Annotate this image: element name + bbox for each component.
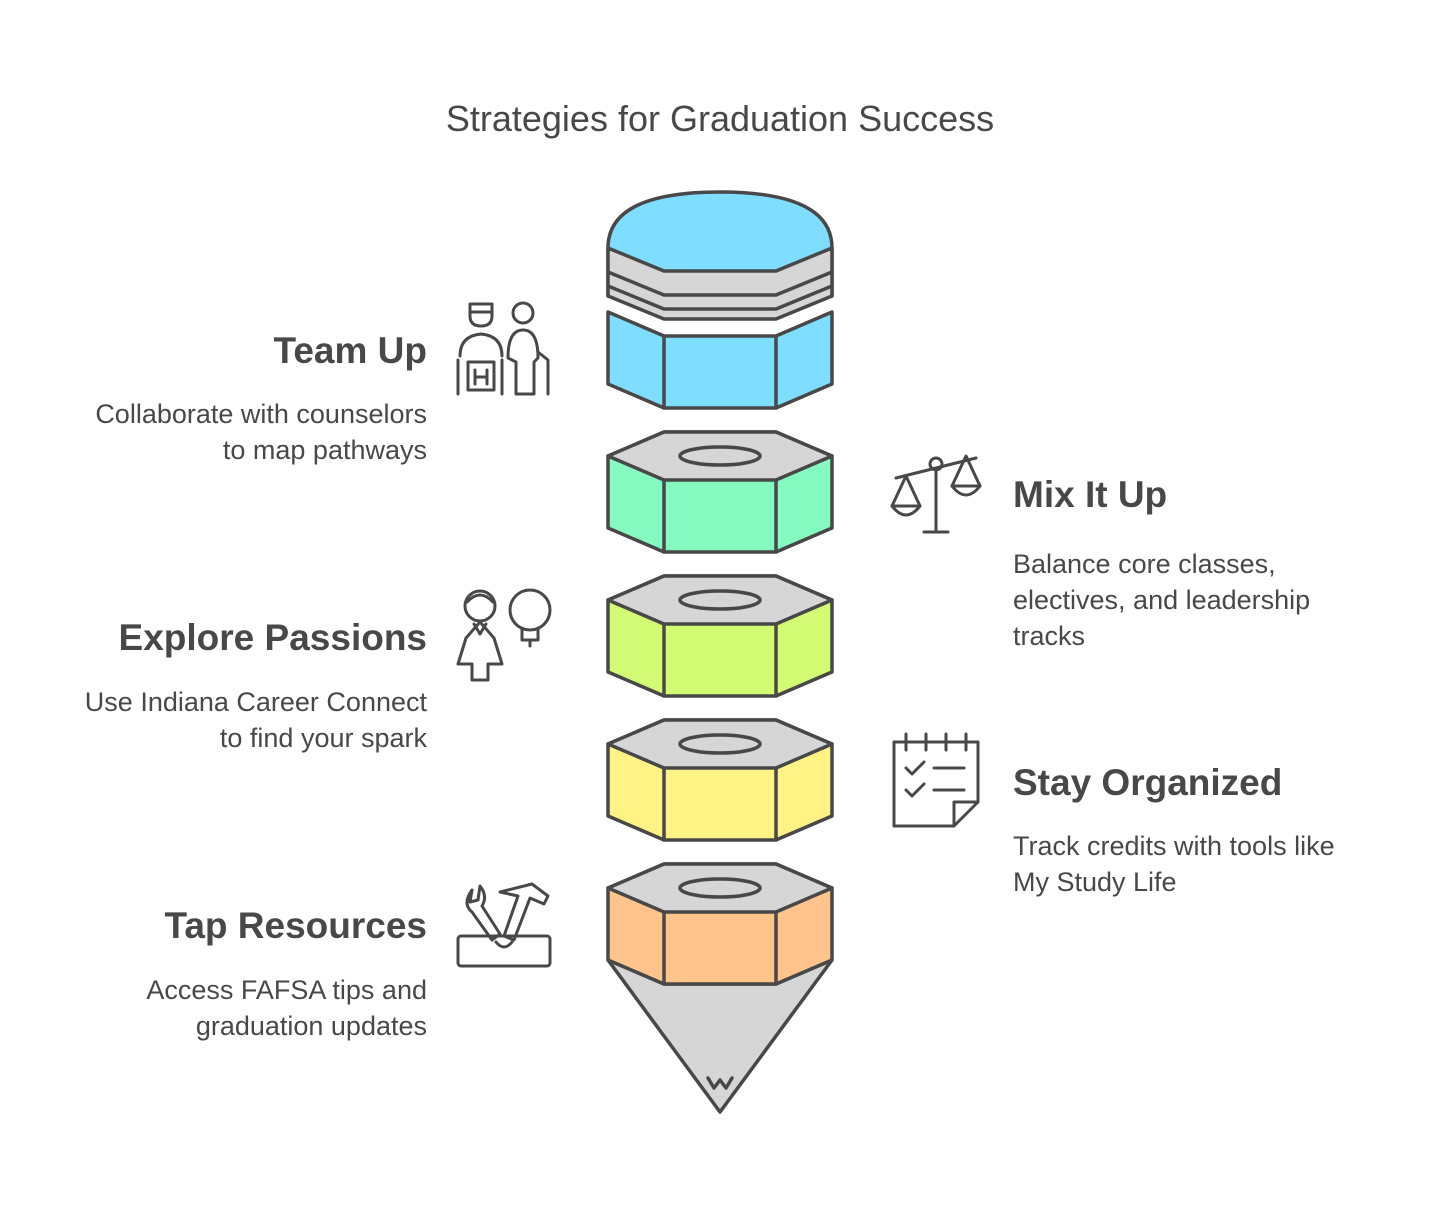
label-explore-passions: Explore Passions xyxy=(118,617,427,658)
checklist-calendar-icon xyxy=(892,732,980,828)
desc-line: Use Indiana Career Connect xyxy=(84,687,427,717)
pencil-cap xyxy=(606,190,834,410)
person-lightbulb-icon xyxy=(456,588,552,682)
desc-line: Collaborate with counselors xyxy=(95,399,427,429)
desc-line: My Study Life xyxy=(1013,867,1177,897)
label-stay-organized: Stay Organized xyxy=(1013,762,1283,803)
label-mix-it-up: Mix It Up xyxy=(1013,474,1168,515)
label-team-up: Team Up xyxy=(273,330,427,371)
balance-scale-icon xyxy=(890,454,982,534)
label-tap-resources: Tap Resources xyxy=(164,905,427,946)
desc-line: tracks xyxy=(1013,621,1086,651)
desc-line: to find your spark xyxy=(219,723,427,753)
desc-stay-organized: Track credits with tools like My Study L… xyxy=(1013,828,1335,900)
counselor-student-icon xyxy=(456,301,550,396)
desc-line: graduation updates xyxy=(195,1011,427,1041)
pencil-segment-lime xyxy=(606,574,834,698)
desc-line: electives, and leadership xyxy=(1013,585,1311,615)
desc-tap-resources: Access FAFSA tips and graduation updates xyxy=(146,972,427,1044)
pencil-segment-green xyxy=(606,430,834,554)
desc-explore-passions: Use Indiana Career Connect to find your … xyxy=(85,684,427,756)
desc-line: Balance core classes, xyxy=(1013,549,1276,579)
pencil-segment-orange xyxy=(606,862,834,1114)
pencil-segment-yellow xyxy=(606,718,834,842)
desc-mix-it-up: Balance core classes, electives, and lea… xyxy=(1013,546,1310,654)
diagram-title: Strategies for Graduation Success xyxy=(445,98,995,139)
desc-line: Track credits with tools like xyxy=(1013,831,1335,861)
toolbox-icon xyxy=(456,882,552,968)
desc-line: Access FAFSA tips and xyxy=(146,975,427,1005)
desc-team-up: Collaborate with counselors to map pathw… xyxy=(95,396,427,468)
desc-line: to map pathways xyxy=(222,435,427,465)
